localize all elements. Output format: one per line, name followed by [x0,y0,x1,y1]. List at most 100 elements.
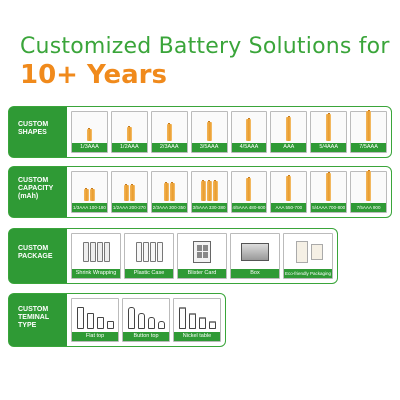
battery-icon [163,182,169,201]
capacity-caption: 7/5AAA 900 [351,203,386,212]
battery-group [271,111,306,141]
package-caption: Plastic Case [125,269,173,278]
capacity-item: 7/5AAA 900 [350,170,387,213]
battery-icon [286,116,292,141]
capacity-item: 5/4AAA 700-800 [310,171,348,213]
capacity-caption: 5/4AAA 700-800 [311,203,347,212]
section-custom-package: CUSTOM PACKAGE Shrink Wrapping Plastic C… [8,228,338,284]
capacity-item: 3/5AAA 330-380 [190,171,228,213]
plastic-case-icon [128,237,170,266]
box-icon [234,237,276,266]
battery-icon [83,188,89,201]
battery-icon [129,184,135,201]
label-line: CUSTOM [18,245,49,252]
battery-icon [86,128,92,141]
terminal-caption: Flat top [72,332,118,341]
battery-icon [246,118,252,141]
terminal-caption: Nickel table [174,332,220,341]
battery-icon [206,180,212,201]
shape-caption: 5/4AAA [311,143,347,152]
terminal-grid: Flat top Button top Nickel table [71,298,221,342]
flat-top-icon [75,304,115,329]
battery-group [232,111,267,141]
capacity-item: 4/5AAA 480-600 [230,171,268,213]
terminal-item: Nickel table [173,298,221,342]
battery-icon [89,188,95,201]
label-line: CAPACITY [18,185,54,192]
capacity-caption: 3/5AAA 330-380 [191,203,227,212]
label-line: SHAPES [18,129,47,136]
package-item: Eco-friendly Packaging [283,233,333,279]
capacity-grid: 1/3AAA 100-180 1/2AAA 200-270 2/3AAA 300-3… [71,170,387,213]
battery-group [192,171,227,201]
shape-item: 4/5AAA [230,111,268,153]
section-label-package: CUSTOM PACKAGE [9,229,67,283]
section-label-terminal: CUSTOM TEMINAL TYPE [9,294,67,346]
shape-item: 3/5AAA [190,111,228,153]
capacity-item: 1/3AAA 100-180 [71,171,108,213]
capacity-item: 1/2AAA 200-270 [110,171,148,213]
terminal-item: Button top [122,298,170,342]
battery-icon [123,184,129,201]
battery-icon [166,123,172,141]
blister-card-icon [181,237,223,266]
battery-group [72,171,107,201]
battery-group [192,111,227,141]
shape-caption: 1/3AAA [72,143,107,152]
shape-item: 2/3AAA [150,111,188,153]
shape-caption: 7/5AAA [351,143,386,152]
battery-group [311,171,346,201]
battery-icon [366,110,372,141]
section-label-capacity: CUSTOM CAPACITY (mAh) [9,167,67,217]
shape-caption: 3/5AAA [191,143,227,152]
headline-line-1: Customized Battery Solutions for [20,34,390,59]
capacity-caption: AAA 550-700 [271,203,307,212]
nickel-tab-icon [177,304,217,329]
capacity-item: AAA 550-700 [270,171,308,213]
package-item: Shrink Wrapping [71,233,121,279]
shape-caption: 2/3AAA [151,143,187,152]
shape-item: AAA [270,111,308,153]
shape-item: 1/3AAA [71,111,108,153]
shape-item: 5/4AAA [310,111,348,153]
battery-group [72,111,107,141]
battery-icon [206,121,212,141]
shape-item: 7/5AAA [350,110,387,153]
battery-icon [246,177,252,201]
capacity-caption: 1/3AAA 100-180 [72,203,107,212]
label-line: PACKAGE [18,253,53,260]
package-grid: Shrink Wrapping Plastic Case Blister Car… [71,233,333,279]
battery-icon [169,182,175,201]
battery-icon [126,126,132,141]
button-top-icon [126,304,166,329]
battery-icon [200,180,206,201]
label-line: (mAh) [18,193,39,200]
capacity-caption: 4/5AAA 480-600 [231,203,267,212]
terminal-item: Flat top [71,298,119,342]
label-line: TYPE [18,322,37,329]
package-caption: Shrink Wrapping [72,269,120,278]
battery-icon [212,180,218,201]
battery-group [112,111,147,141]
shrink-wrap-icon [75,237,117,266]
section-label-shapes: CUSTOM SHAPES [9,107,67,157]
battery-group [271,171,306,201]
label-line: CUSTOM [18,306,49,313]
eco-package-icon [287,237,329,266]
battery-icon [286,175,292,201]
battery-group [311,111,346,141]
label-line: TEMINAL [18,314,50,321]
battery-group [351,170,386,201]
capacity-caption: 2/3AAA 300-350 [151,203,187,212]
label-line: CUSTOM [18,177,49,184]
shape-caption: AAA [271,143,307,152]
shape-item: 1/2AAA [110,111,148,153]
package-item: Box [230,233,280,279]
package-item: Blister Card [177,233,227,279]
package-caption: Eco-friendly Packaging [284,269,332,278]
package-caption: Blister Card [178,269,226,278]
capacity-caption: 1/2AAA 200-270 [111,203,147,212]
battery-icon [326,113,332,141]
